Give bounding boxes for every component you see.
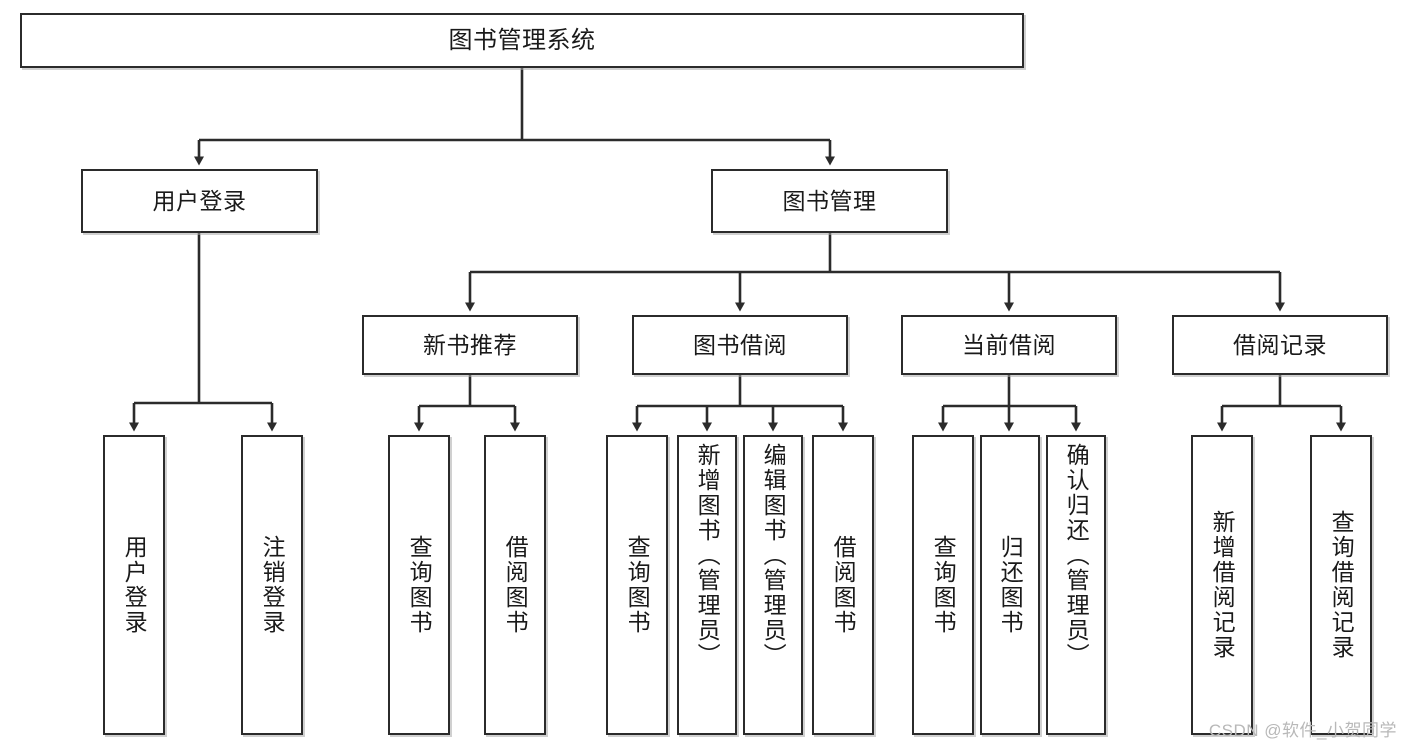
node-new-book-rec-label: 新书推荐 xyxy=(423,331,517,358)
node-new-book-rec[interactable]: 新书推荐 xyxy=(362,315,578,375)
node-user-login[interactable]: 用户登录 xyxy=(81,169,318,233)
leaf-edit-book[interactable]: 编辑图书（管理员） xyxy=(743,435,803,735)
leaf-query-book-2-label: 查询图书 xyxy=(624,535,651,635)
leaf-borrow-book-1[interactable]: 借阅图书 xyxy=(484,435,546,735)
node-current-borrow[interactable]: 当前借阅 xyxy=(901,315,1117,375)
leaf-query-book-3[interactable]: 查询图书 xyxy=(912,435,974,735)
node-borrow-record-label: 借阅记录 xyxy=(1233,331,1327,358)
leaf-user-login-label: 用户登录 xyxy=(121,535,148,635)
leaf-return-book[interactable]: 归还图书 xyxy=(980,435,1040,735)
leaf-user-login[interactable]: 用户登录 xyxy=(103,435,165,735)
leaf-edit-book-label: 编辑图书（管理员） xyxy=(760,443,787,668)
node-root-label: 图书管理系统 xyxy=(448,26,596,54)
leaf-confirm-return[interactable]: 确认归还（管理员） xyxy=(1046,435,1106,735)
leaf-borrow-book-2-label: 借阅图书 xyxy=(830,535,857,635)
leaf-borrow-book-2[interactable]: 借阅图书 xyxy=(812,435,874,735)
node-root[interactable]: 图书管理系统 xyxy=(20,13,1024,68)
leaf-query-book-1-label: 查询图书 xyxy=(406,535,433,635)
node-book-manage[interactable]: 图书管理 xyxy=(711,169,948,233)
leaf-borrow-book-1-label: 借阅图书 xyxy=(502,535,529,635)
node-borrow-record[interactable]: 借阅记录 xyxy=(1172,315,1388,375)
leaf-logout-label: 注销登录 xyxy=(259,535,286,635)
leaf-add-book[interactable]: 新增图书（管理员） xyxy=(677,435,737,735)
node-current-borrow-label: 当前借阅 xyxy=(962,331,1056,358)
node-book-borrow-label: 图书借阅 xyxy=(693,331,787,358)
node-user-login-label: 用户登录 xyxy=(152,187,247,214)
leaf-query-record[interactable]: 查询借阅记录 xyxy=(1310,435,1372,735)
watermark: CSDN @软件_小贺同学 xyxy=(1208,721,1397,740)
leaf-logout[interactable]: 注销登录 xyxy=(241,435,303,735)
leaf-add-record[interactable]: 新增借阅记录 xyxy=(1191,435,1253,735)
node-book-manage-label: 图书管理 xyxy=(782,187,877,214)
leaf-query-record-label: 查询借阅记录 xyxy=(1328,510,1355,660)
node-book-borrow[interactable]: 图书借阅 xyxy=(632,315,848,375)
leaf-add-book-label: 新增图书（管理员） xyxy=(694,443,721,668)
leaf-confirm-return-label: 确认归还（管理员） xyxy=(1063,443,1090,668)
leaf-return-book-label: 归还图书 xyxy=(997,535,1024,635)
leaf-add-record-label: 新增借阅记录 xyxy=(1209,510,1236,660)
leaf-query-book-1[interactable]: 查询图书 xyxy=(388,435,450,735)
leaf-query-book-3-label: 查询图书 xyxy=(930,535,957,635)
leaf-query-book-2[interactable]: 查询图书 xyxy=(606,435,668,735)
